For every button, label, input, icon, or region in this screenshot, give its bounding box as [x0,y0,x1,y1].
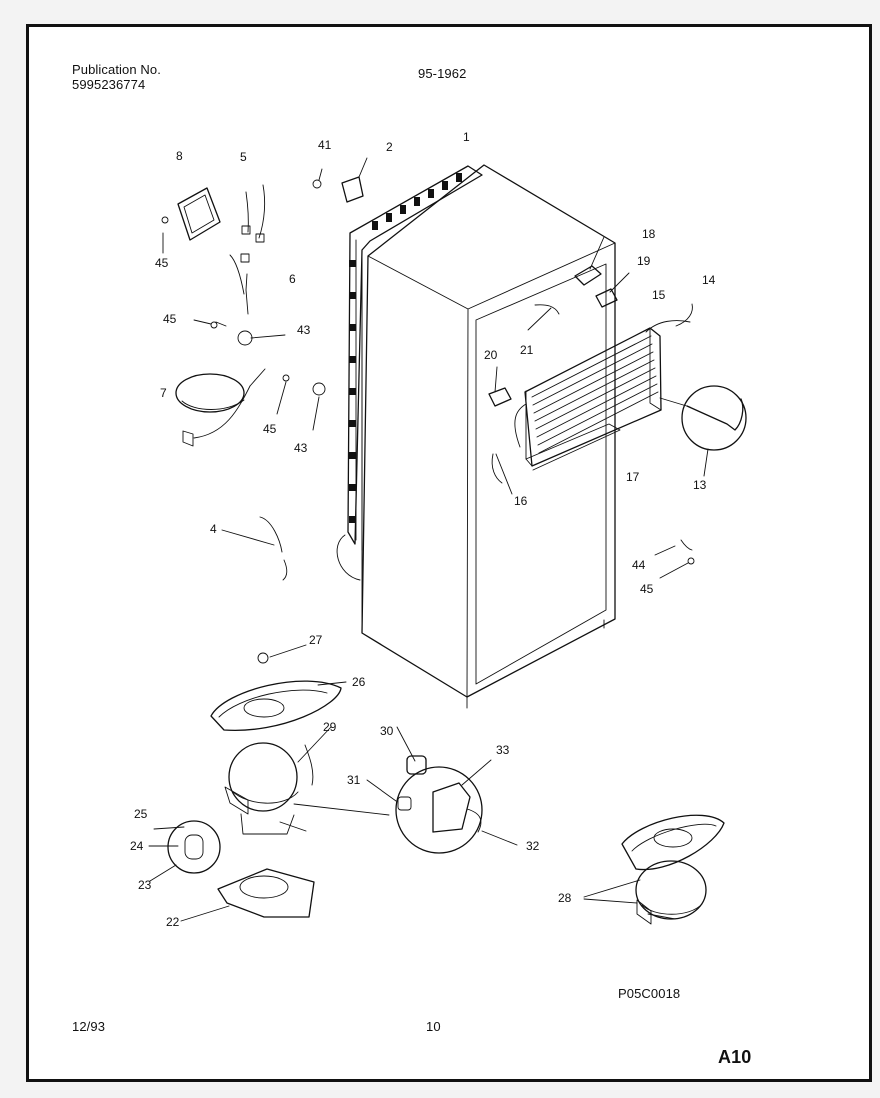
callout-22: 22 [166,915,180,929]
callout-31: 31 [347,773,361,787]
callout-29: 29 [323,720,337,734]
callout-18: 18 [642,227,656,241]
callout-45-mid: 45 [163,312,177,326]
evaporator-assembly [514,320,691,471]
callout-44: 44 [632,558,646,572]
condenser-coil [336,165,483,581]
callout-30: 30 [380,724,394,738]
right-compressor-assembly [583,814,725,925]
upper-left-parts [177,184,286,346]
document-code: 95-1962 [418,66,467,81]
callout-2: 2 [386,140,393,154]
callout-20: 20 [484,348,498,362]
publication-number: 5995236774 [72,76,146,92]
cabinet-assembly [361,164,616,709]
lower-compressor-parts [148,516,518,922]
callout-45-upper: 45 [155,256,169,270]
callout-28: 28 [558,891,572,905]
power-cord [175,368,266,447]
callout-15: 15 [652,288,666,302]
publication-label: Publication No. [72,62,161,77]
drawing-code: P05C0018 [618,986,681,1001]
callout-43-upper: 43 [297,323,311,337]
callout-32: 32 [526,839,540,853]
callout-27: 27 [309,633,323,647]
callout-25: 25 [134,807,148,821]
callout-6: 6 [289,272,296,286]
page-mark: A10 [718,1047,752,1067]
callout-45-right: 45 [640,582,654,596]
date-code: 12/93 [72,1019,106,1034]
page-number: 10 [426,1019,441,1034]
callout-33: 33 [496,743,510,757]
callout-14: 14 [702,273,716,287]
callout-5: 5 [240,150,247,164]
hardware-pieces [161,157,368,431]
callout-1: 1 [463,130,470,144]
callout-8: 8 [176,149,183,163]
callout-13: 13 [693,478,707,492]
right-side-parts [488,236,747,579]
callout-labels: 1 2 4 5 6 7 8 13 14 15 16 17 18 19 20 21… [130,130,716,929]
callout-7: 7 [160,386,167,400]
callout-41: 41 [318,138,332,152]
publication-block: Publication No. 5995236774 [72,63,161,91]
callout-45-left: 45 [263,422,277,436]
callout-24: 24 [130,839,144,853]
callout-43-lower: 43 [294,441,308,455]
callout-17: 17 [626,470,640,484]
callout-4: 4 [210,522,217,536]
callout-19: 19 [637,254,651,268]
diagram-sheet [26,24,872,1082]
callout-21: 21 [520,343,534,357]
callout-26: 26 [352,675,366,689]
callout-16: 16 [514,494,528,508]
callout-23: 23 [138,878,152,892]
